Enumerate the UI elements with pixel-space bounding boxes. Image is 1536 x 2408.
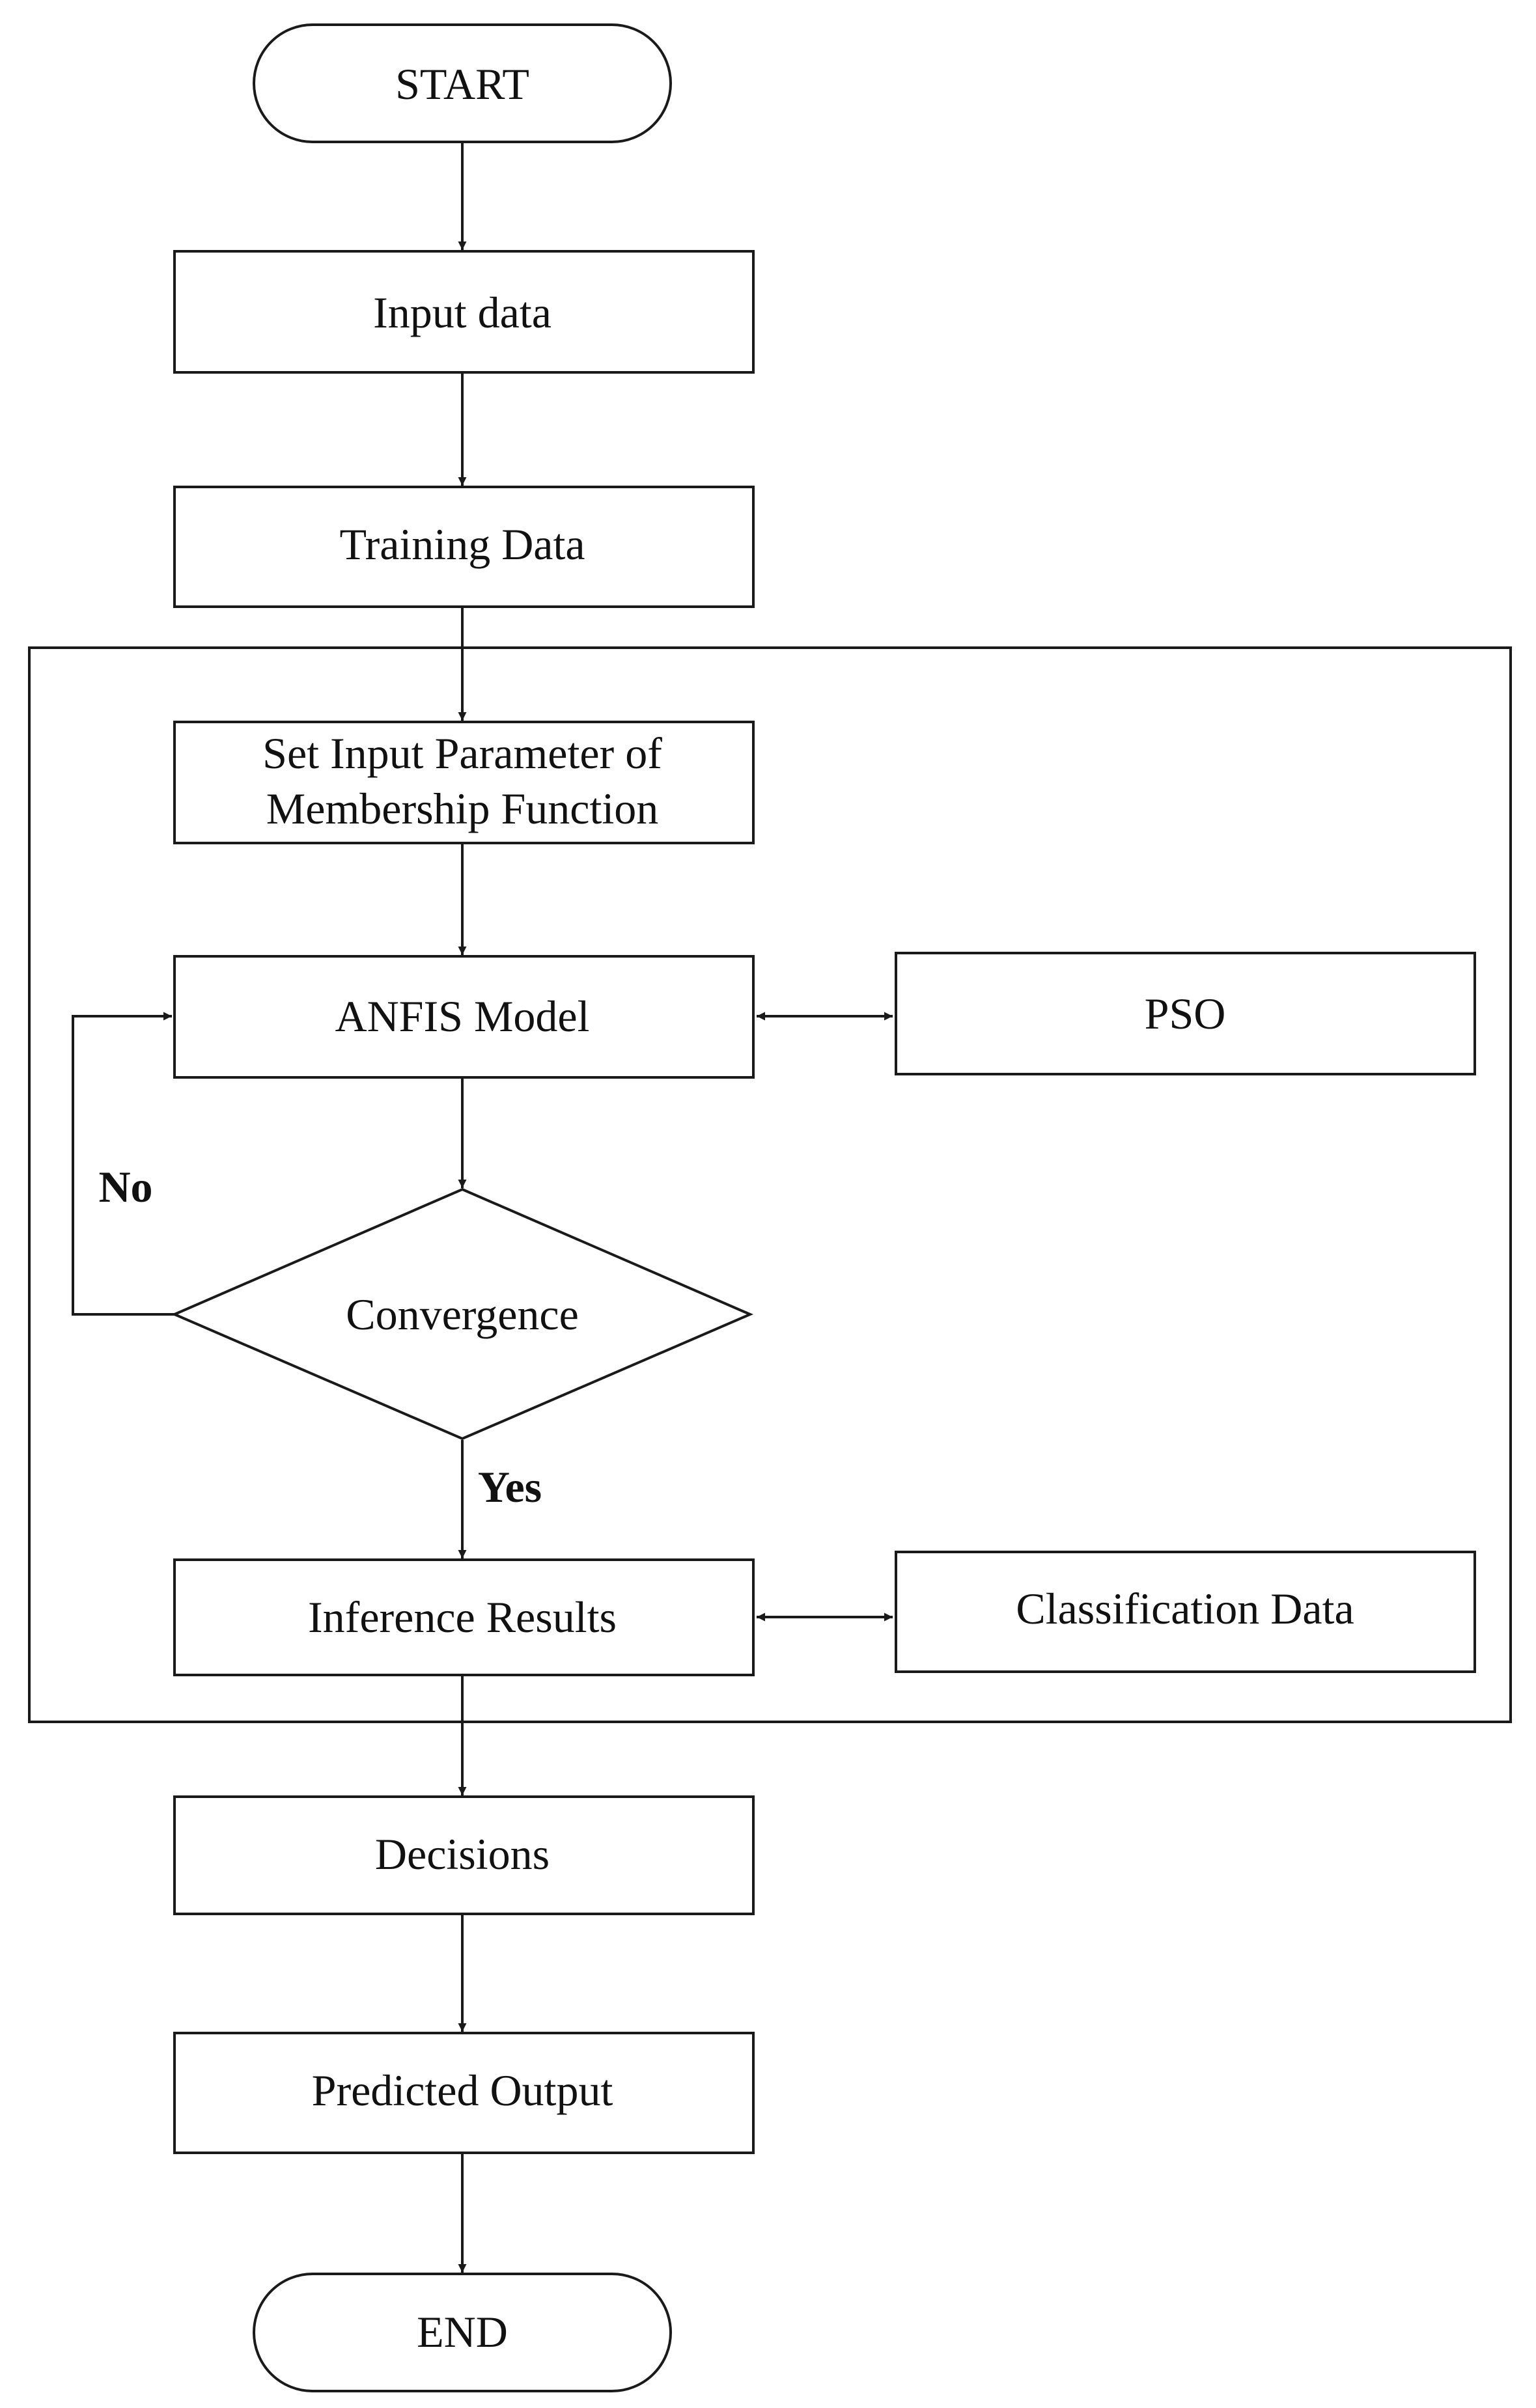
edge-convergence-no-loop bbox=[72, 1012, 175, 1316]
classification-data-node: Classification Data bbox=[895, 1551, 1476, 1673]
anfis-model-node: ANFIS Model bbox=[173, 955, 755, 1079]
inference-results-label: Inference Results bbox=[308, 1592, 617, 1642]
convergence-label: Convergence bbox=[346, 1290, 579, 1339]
yes-edge-label: Yes bbox=[478, 1462, 542, 1512]
set-input-parameter-label-line2: Membership Function bbox=[266, 784, 659, 833]
training-data-label: Training Data bbox=[339, 519, 585, 569]
training-loop-frame bbox=[28, 646, 1512, 1723]
input-data-node: Input data bbox=[173, 250, 755, 374]
convergence-decision-node: Convergence bbox=[171, 1187, 754, 1441]
end-label: END bbox=[417, 2307, 508, 2357]
classification-data-label: Classification Data bbox=[1016, 1584, 1354, 1633]
pso-node: PSO bbox=[895, 952, 1476, 1075]
start-label: START bbox=[395, 59, 529, 109]
set-input-parameter-label-line1: Set Input Parameter of bbox=[262, 728, 662, 778]
pso-label: PSO bbox=[1145, 989, 1226, 1038]
set-input-parameter-node: Set Input Parameter of Membership Functi… bbox=[173, 721, 755, 844]
inference-results-node: Inference Results bbox=[173, 1558, 755, 1676]
start-node: START bbox=[253, 23, 672, 143]
decisions-label: Decisions bbox=[375, 1829, 550, 1879]
connectors bbox=[72, 143, 893, 2273]
input-data-label: Input data bbox=[373, 288, 552, 337]
no-edge-label: No bbox=[98, 1162, 152, 1211]
predicted-output-label: Predicted Output bbox=[312, 2066, 613, 2115]
decisions-node: Decisions bbox=[173, 1795, 755, 1915]
predicted-output-node: Predicted Output bbox=[173, 2032, 755, 2154]
end-node: END bbox=[253, 2273, 672, 2392]
training-data-node: Training Data bbox=[173, 486, 755, 608]
anfis-model-label: ANFIS Model bbox=[335, 991, 589, 1041]
